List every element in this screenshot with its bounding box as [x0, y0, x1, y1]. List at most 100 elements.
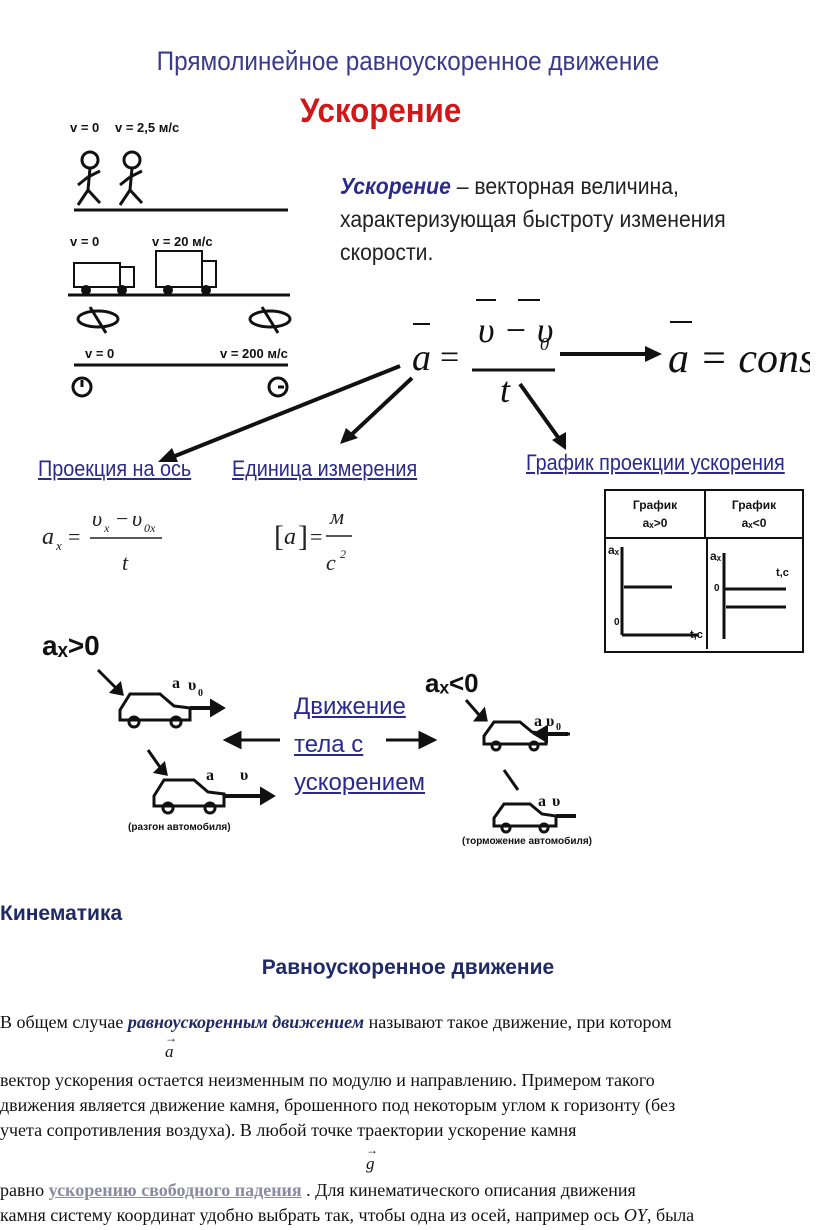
svg-text:0: 0	[556, 722, 561, 733]
axis-name: OY	[623, 1205, 647, 1225]
paragraph-line: движения является движение камня, брошен…	[0, 1095, 676, 1115]
graph2-t-label: t,c	[776, 567, 789, 579]
text-run: камня систему координат удобно выбрать т…	[0, 1205, 624, 1225]
motion-label-line: ускорением	[294, 769, 426, 796]
plane-1	[76, 306, 120, 334]
emphasized-term: равноускоренным движением	[127, 1012, 365, 1032]
text-run: , была	[646, 1205, 695, 1225]
svg-text:υ: υ	[188, 677, 196, 694]
truck-2	[155, 250, 217, 295]
svg-text:=: =	[440, 339, 459, 376]
svg-text:0x: 0x	[144, 521, 156, 535]
paragraph-line: В общем случае равноускоренным движением…	[0, 1010, 810, 1035]
text-run: В общем случае	[0, 1012, 128, 1032]
vector-arrow: →	[366, 1143, 378, 1157]
svg-text:t: t	[500, 370, 511, 410]
svg-text:−: −	[116, 506, 128, 531]
table-header-negative: График aₓ<0	[706, 491, 802, 539]
acceleration-formula: a = υ − υ 0 t a = const	[412, 299, 810, 410]
graph1-y-label: aₓ	[608, 543, 620, 557]
examples-illustration	[68, 150, 292, 398]
svg-text:0: 0	[198, 688, 203, 699]
svg-text:a: a	[42, 524, 54, 550]
svg-text:a: a	[284, 524, 296, 550]
motion-with-acceleration-label: Движение тела с ускорением	[294, 688, 425, 802]
caption-accelerating: (разгон автомобиля)	[128, 822, 231, 833]
svg-text:2: 2	[340, 547, 346, 561]
truck-v1-label: v = 20 м/с	[152, 234, 213, 249]
svg-text:a = const: a = const	[668, 336, 810, 382]
plane-v0-label: v = 0	[85, 346, 115, 361]
vector-letter: g	[366, 1154, 375, 1173]
doc-heading: Кинематика	[0, 902, 123, 925]
slide-subtitle: Ускорение	[300, 92, 462, 130]
runner-v1-label: v = 2,5 м/с	[115, 120, 180, 135]
vector-g-symbol: → g	[366, 1143, 378, 1174]
acceleration-graph-table: График aₓ>0 График aₓ<0 aₓ t,c 0 aₓ t,c …	[604, 489, 804, 653]
svg-text:x: x	[103, 521, 110, 535]
acceleration-definition: Ускорение – векторная величина, характер…	[340, 170, 772, 269]
svg-text:x: x	[55, 538, 62, 553]
text-run: . Для кинематического описания движения	[301, 1180, 636, 1200]
graph2-zero: 0	[714, 583, 720, 594]
definition-text: – векторная величина, характеризующая бы…	[340, 173, 726, 265]
vector-letter: a	[165, 1042, 174, 1061]
motion-label-line: тела с	[294, 731, 364, 758]
svg-text:υ: υ	[92, 506, 102, 531]
svg-text:t: t	[122, 550, 129, 575]
svg-text:υ: υ	[552, 793, 560, 810]
table-header-cond: aₓ<0	[741, 516, 767, 530]
vector-a-symbol: → a	[165, 1031, 177, 1062]
text-run: равно	[0, 1180, 49, 1200]
branch-projection: Проекция на ось	[38, 456, 192, 481]
svg-text:υ: υ	[240, 767, 248, 784]
slide-title: Прямолинейное равноускоренное движение	[156, 46, 660, 76]
text-run: называют такое движение, при котором	[364, 1012, 672, 1032]
graph1-zero: 0	[614, 617, 620, 628]
ax-negative-label: aₓ<0	[425, 668, 479, 698]
free-fall-link[interactable]: ускорению свободного падения	[48, 1180, 302, 1200]
definition-term: Ускорение	[340, 173, 451, 199]
table-header-title: График	[632, 498, 678, 512]
motion-label-line: Движение	[294, 693, 406, 720]
table-divider	[706, 539, 708, 649]
branch-unit: Единица измерения	[232, 456, 418, 481]
table-header-cond: aₓ>0	[642, 516, 668, 530]
caption-braking: (торможение автомобиля)	[462, 836, 593, 847]
svg-text:υ − υ: υ − υ	[478, 310, 553, 350]
paragraph-line: равно ускорению свободного падения . Для…	[0, 1178, 810, 1203]
svg-text:м: м	[329, 504, 344, 529]
svg-text:a: a	[534, 713, 542, 730]
graph1-t-label: t,c	[690, 629, 703, 641]
svg-text:a: a	[538, 793, 546, 810]
svg-text:a: a	[412, 337, 431, 379]
svg-text:]: ]	[298, 520, 308, 553]
svg-text:υ: υ	[132, 506, 142, 531]
svg-text:=: =	[310, 524, 322, 549]
svg-text:c: c	[326, 550, 336, 575]
svg-text:[: [	[274, 520, 284, 553]
paragraph-line: учета сопротивления воздуха). В любой то…	[0, 1120, 577, 1140]
table-header-title: График	[731, 498, 777, 512]
stopwatch-1	[71, 376, 93, 398]
plane-v1-label: v = 200 м/с	[220, 346, 288, 361]
truck-v0-label: v = 0	[70, 234, 100, 249]
ax-positive-label: aₓ>0	[42, 630, 100, 661]
graph2-y-label: aₓ	[710, 549, 722, 563]
runner-v0-label: v = 0	[70, 120, 100, 135]
runner-figure-2	[118, 150, 144, 206]
table-graphs	[620, 547, 786, 639]
stopwatch-2	[267, 376, 289, 398]
svg-text:υ: υ	[546, 713, 554, 730]
svg-text:a: a	[206, 767, 214, 784]
svg-text:0: 0	[540, 334, 549, 354]
vector-arrow: →	[165, 1031, 177, 1045]
runner-figure-1	[76, 150, 102, 206]
paragraph-line: вектор ускорения остается неизменным по …	[0, 1070, 655, 1090]
section-title: Равноускоренное движение	[261, 956, 555, 979]
branch-graph: График проекции ускорения	[526, 450, 785, 475]
svg-text:=: =	[68, 524, 80, 549]
